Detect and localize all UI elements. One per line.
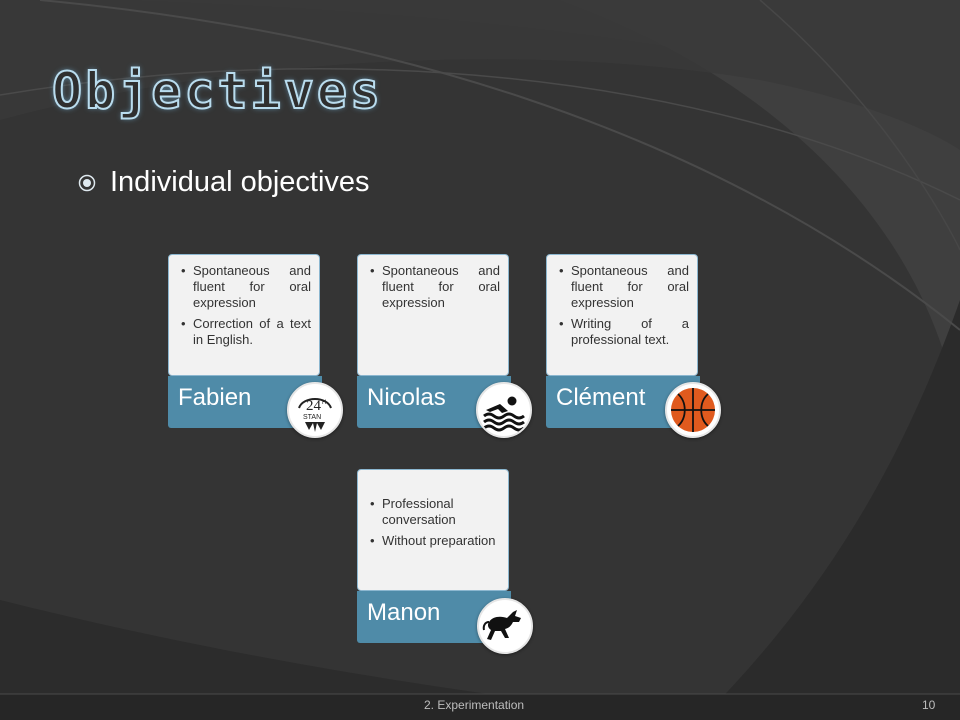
bullet-text: Individual objectives — [110, 166, 370, 198]
objective-item: Spontaneous and fluent for oral expressi… — [559, 263, 689, 311]
objective-item: Spontaneous and fluent for oral expressi… — [370, 263, 500, 311]
card-objectives: Spontaneous and fluent for oral expressi… — [546, 254, 698, 376]
slide-title: Objectives — [51, 61, 384, 121]
svg-text:H: H — [322, 400, 326, 406]
card-objectives: Spontaneous and fluent for oral expressi… — [357, 254, 509, 376]
page-number: 10 — [922, 698, 936, 712]
card-objectives: Professional conversation Without prepar… — [357, 469, 509, 591]
svg-text:STAN: STAN — [303, 414, 321, 421]
card-clement: Spontaneous and fluent for oral expressi… — [546, 254, 700, 430]
horse-icon — [477, 598, 533, 654]
objective-item: Without preparation — [370, 533, 500, 549]
objective-item: Correction of a text in English. — [181, 316, 311, 348]
basketball-icon — [665, 382, 721, 438]
card-objectives: Spontaneous and fluent for oral expressi… — [168, 254, 320, 376]
24h-stan-logo-icon: 24 H STAN — [287, 382, 343, 438]
bullet-item: Individual objectives — [78, 166, 370, 199]
svg-text:24: 24 — [306, 398, 322, 414]
objective-item: Writing of a professional text. — [559, 316, 689, 348]
objective-item: Professional conversation — [370, 496, 500, 528]
swimmer-icon — [476, 382, 532, 438]
circle-bullet-icon — [78, 174, 96, 191]
objective-item: Spontaneous and fluent for oral expressi… — [181, 263, 311, 311]
card-fabien: Spontaneous and fluent for oral expressi… — [168, 254, 322, 430]
footer-section-label: 2. Experimentation — [424, 698, 525, 712]
